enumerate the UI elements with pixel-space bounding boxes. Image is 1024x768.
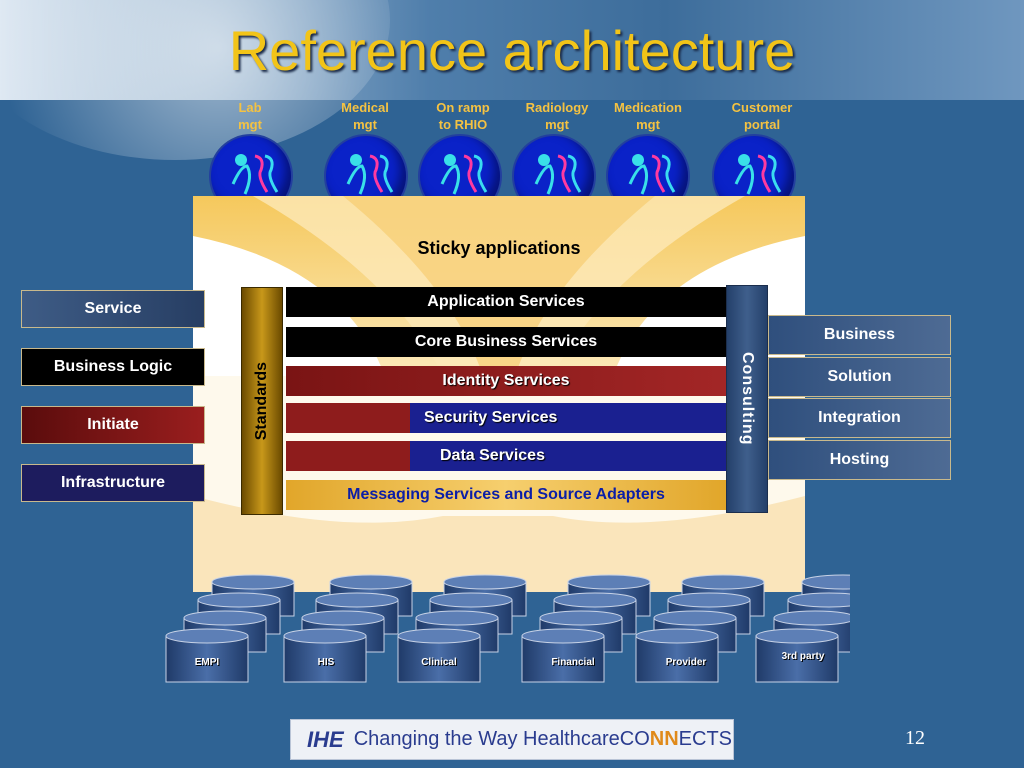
- sticky-applications-label: Sticky applications: [417, 238, 581, 258]
- left-box-service: Service: [21, 290, 205, 328]
- app-label-medication: Medication mgt: [614, 100, 682, 132]
- page-number: 12: [905, 727, 925, 749]
- db-label-third-party: 3rd party: [781, 651, 825, 662]
- layer-messaging-services: Messaging Services and Source Adapters: [286, 480, 726, 510]
- slide-title: Reference architecture: [228, 19, 796, 82]
- footer-brand-b: ECTS: [678, 728, 732, 750]
- layer-application-services: Application Services: [286, 287, 726, 317]
- db-label-clinical: Clinical: [421, 657, 457, 668]
- consulting-label: Consulting: [739, 352, 756, 446]
- right-box-business: Business: [768, 315, 951, 355]
- footer-brand-n: NN: [649, 728, 679, 750]
- ihe-logo: IHE: [307, 726, 344, 752]
- right-box-integration: Integration: [768, 398, 951, 438]
- standards-label: Standards: [253, 361, 270, 441]
- app-label-medical: Medical mgt: [341, 100, 389, 132]
- app-label-radiology: Radiology mgt: [525, 100, 589, 132]
- footer-tagline: Changing the Way Healthcare: [353, 728, 620, 750]
- db-label-provider: Provider: [665, 657, 707, 668]
- consulting-bar: Consulting: [726, 285, 768, 513]
- left-box-infrastructure: Infrastructure: [21, 464, 205, 502]
- layer-identity-services: Identity Services: [286, 366, 726, 396]
- app-label-lab: Lab mgt: [238, 100, 262, 132]
- layer-data-services: Data Services: [410, 441, 726, 471]
- left-box-initiate: Initiate: [21, 406, 205, 444]
- layer-security-left-block: [286, 403, 410, 433]
- footer-brand-a: CO: [619, 728, 650, 750]
- layer-core-business-services: Core Business Services: [286, 327, 726, 357]
- db-label-empi: EMPI: [194, 657, 220, 668]
- layer-data-left-block: [286, 441, 410, 471]
- standards-bar: Standards: [241, 287, 283, 515]
- app-label-rhio: On ramp to RHIO: [436, 100, 490, 132]
- db-label-financial: Financial: [551, 657, 595, 668]
- layer-security-services: Security Services: [410, 403, 726, 433]
- db-label-his: HIS: [317, 657, 335, 668]
- database-stacks: [165, 574, 850, 690]
- right-box-solution: Solution: [768, 357, 951, 397]
- app-label-portal: Customer portal: [731, 100, 793, 132]
- left-box-business-logic: Business Logic: [21, 348, 205, 386]
- right-box-hosting: Hosting: [768, 440, 951, 480]
